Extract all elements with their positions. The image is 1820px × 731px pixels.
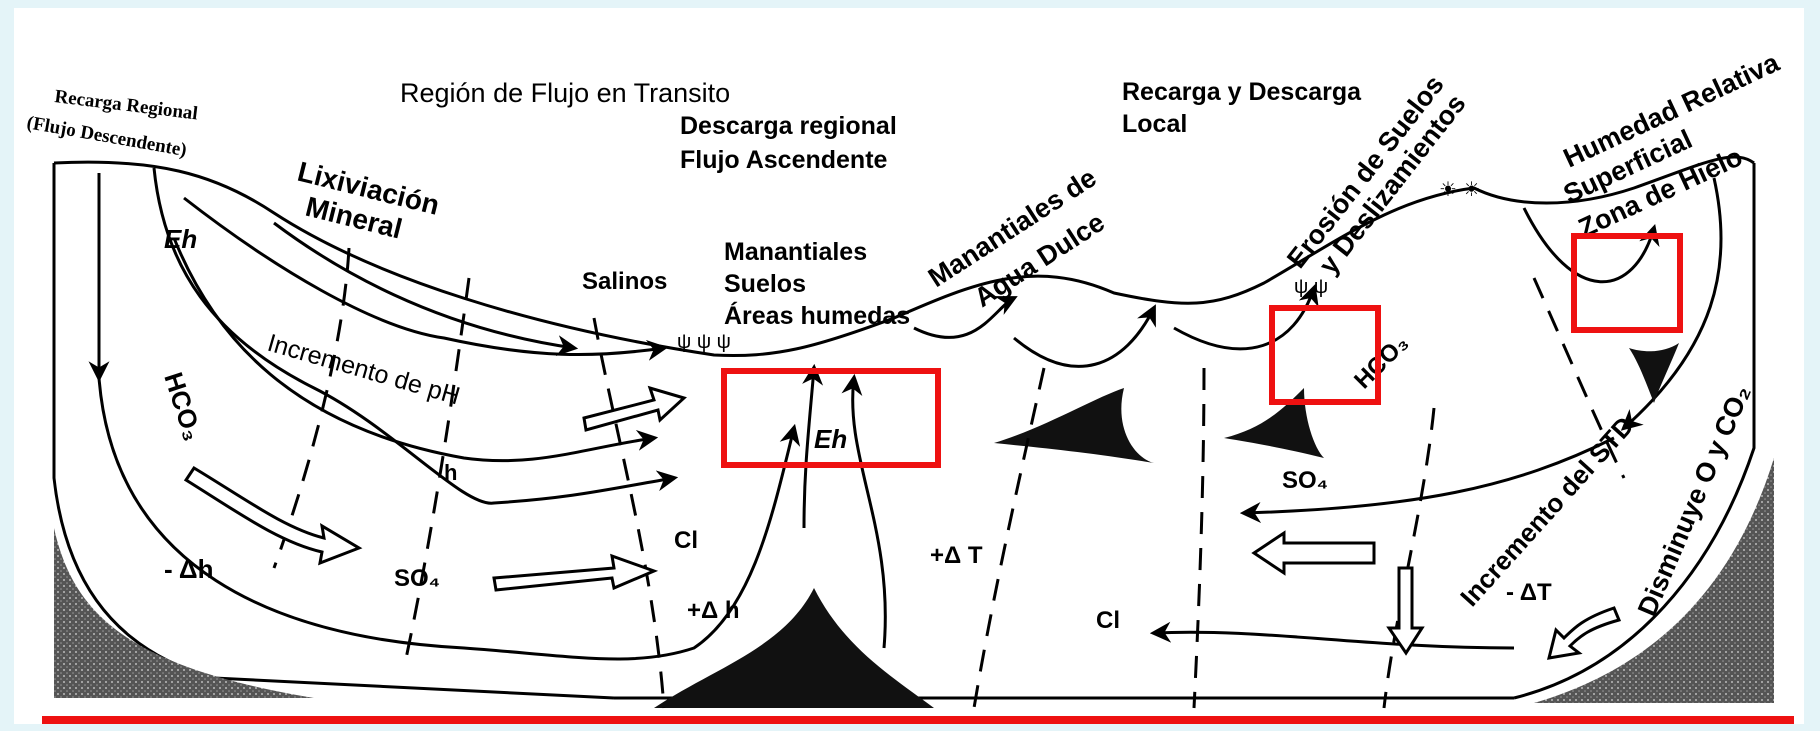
incremento-ph-label: Incremento de pH [264,329,463,411]
eh-left-label: Eh [164,224,197,254]
local-label: Local [1122,110,1187,138]
spring-symbol-1: ψ ψ ψ [677,331,731,353]
equipotential-5 [1194,368,1204,708]
flujo-ascendente-label: Flujo Ascendente [680,146,888,174]
hollow-arrow-4 [1254,533,1374,573]
recarga-descarga-local-label: Recarga y Descarga [1122,78,1362,106]
upflow-center-2 [853,378,886,648]
hollow-arrow-3 [494,556,654,590]
basin-left-wall [54,163,614,698]
wedge-1 [994,388,1154,463]
cl-right-label: Cl [1096,607,1120,634]
equipotential-4 [974,368,1044,708]
hco3-right-label: HCO₃ [1349,330,1414,395]
plus-delta-t-label: +Δ T [930,542,983,569]
frost-symbol: ☀ ☀ [1439,179,1480,201]
plus-delta-h-label: +Δ h [687,597,740,624]
hollow-arrow-1 [584,388,684,430]
so4-left-label: SO₄ [394,565,440,592]
local-cell-2 [1174,288,1314,349]
areas-humedas-label: Áreas humedas [724,301,910,330]
highlight-box-far-right [1574,236,1680,330]
equipotential-3 [594,318,664,708]
hollow-arrow-5 [1549,608,1619,658]
equipotential-1 [274,248,349,568]
minus-delta-t-label: - ΔT [1506,579,1552,606]
spring-symbol-2: ψ ψ [1294,276,1328,298]
descarga-regional-label: Descarga regional [680,112,897,140]
eh-center-label: Eh [814,424,847,454]
manantiales-label: Manantiales [724,238,867,266]
hco3-left-label: HCO₃ [158,369,208,445]
recarga-regional-label: Recarga Regional [53,86,199,124]
upflow-center-1 [804,368,814,528]
salinos-label: Salinos [582,268,667,295]
minus-delta-h-label: - Δh [164,554,214,584]
diagram-frame: ψ ψ ψ ψ ψ ☀ ☀ Recarga Regional (Flujo De… [14,8,1804,724]
cl-left-label: Cl [674,527,698,554]
h-label: h [444,460,457,485]
groundwater-flow-diagram: ψ ψ ψ ψ ψ ☀ ☀ Recarga Regional (Flujo De… [14,8,1804,724]
hollow-arrow-2 [186,468,359,563]
local-cell-1 [1014,308,1154,366]
equipotential-6 [1384,408,1434,708]
wedge-3 [1629,343,1679,403]
highlight-baseline [42,716,1794,724]
flow-line-right-deep [1154,632,1514,648]
suelos-label: Suelos [724,270,806,298]
so4-right-label: SO₄ [1282,467,1328,494]
region-transito-label: Región de Flujo en Transito [400,78,730,108]
